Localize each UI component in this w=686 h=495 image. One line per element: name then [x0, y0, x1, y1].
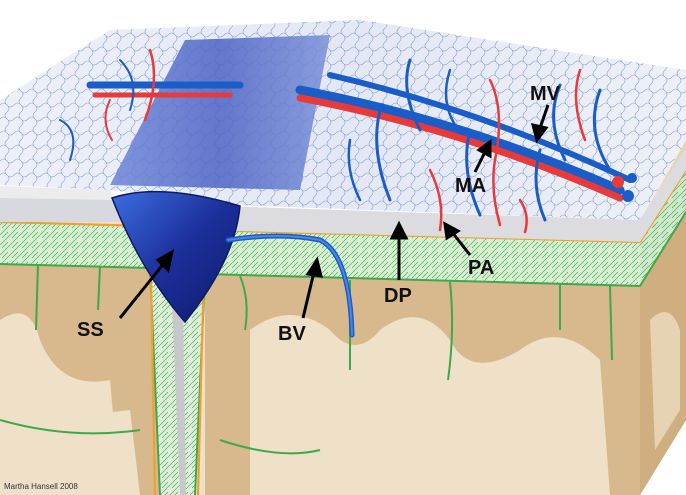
artist-credit: Martha Hansell 2008: [4, 482, 78, 491]
label-dp: DP: [384, 285, 412, 307]
label-bv: BV: [278, 323, 306, 345]
label-ss: SS: [77, 319, 104, 341]
label-mv: MV: [530, 83, 561, 105]
label-ma: MA: [455, 175, 486, 197]
label-pa: PA: [468, 257, 494, 279]
